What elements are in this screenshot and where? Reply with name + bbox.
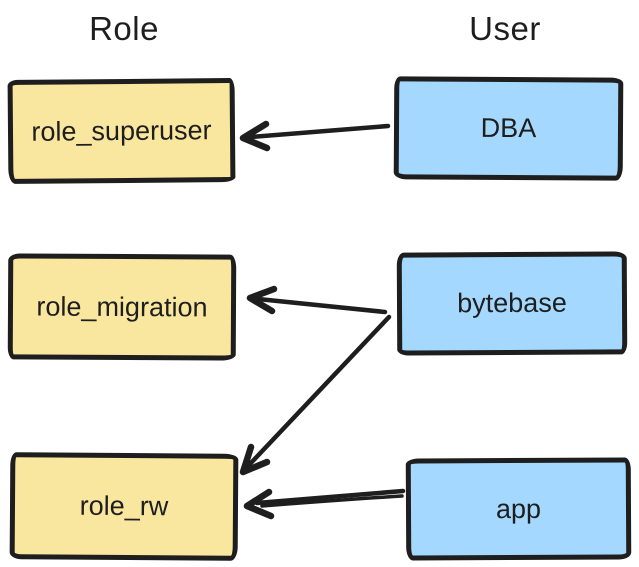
user-box-label-dba: DBA xyxy=(480,112,537,144)
role-box-role-rw: role_rw xyxy=(9,452,239,561)
arrow-dba-to-role-superuser xyxy=(239,120,391,152)
role-box-role-migration: role_migration xyxy=(7,253,237,361)
user-column-header: User xyxy=(469,10,541,47)
role-box-label-role-superuser: role_superuser xyxy=(31,114,212,147)
user-box-label-app: app xyxy=(495,493,542,524)
role-box-label-role-rw: role_rw xyxy=(79,490,169,522)
user-box-dba: DBA xyxy=(393,76,624,181)
role-column-header: Role xyxy=(89,10,159,47)
arrow-app-to-role-rw xyxy=(243,488,406,520)
arrow-bytebase-to-role-migration xyxy=(246,285,388,315)
role-box-label-role-migration: role_migration xyxy=(36,291,208,322)
role-box-role-superuser: role_superuser xyxy=(7,78,236,184)
user-box-bytebase: bytebase xyxy=(396,251,628,356)
user-box-label-bytebase: bytebase xyxy=(457,287,567,319)
arrow-bytebase-to-role-rw xyxy=(239,314,392,476)
user-box-app: app xyxy=(405,457,632,561)
